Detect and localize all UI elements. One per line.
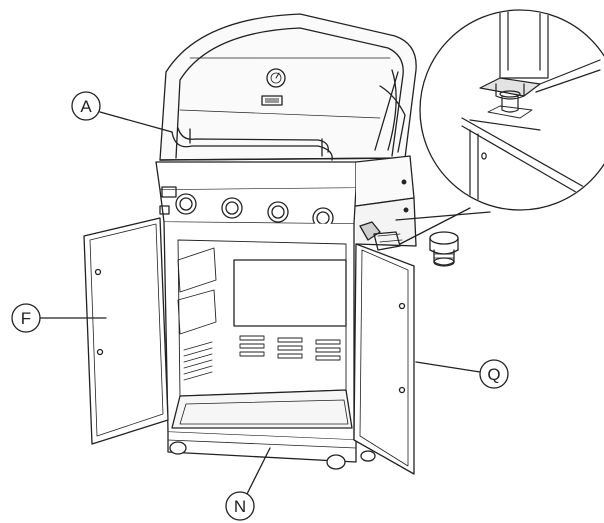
control-knob-3: [267, 201, 289, 223]
door-hinge-top: [159, 205, 170, 215]
control-knob-1: [175, 193, 197, 215]
left-door: [83, 205, 170, 445]
callout-n-label: N: [234, 497, 246, 516]
regulator-fitting: [429, 231, 459, 267]
cart-body: [163, 221, 376, 470]
callout-f-label: F: [21, 309, 31, 328]
right-side-panel: [355, 179, 491, 251]
callout-f: F: [11, 303, 107, 333]
caster-right: [326, 454, 346, 470]
caster-rear: [360, 450, 376, 462]
right-door: [353, 243, 415, 475]
back-panel-opening: [233, 259, 347, 327]
control-knob-2: [221, 197, 243, 219]
grill-lid: [159, 13, 417, 161]
brand-plate: [261, 95, 283, 106]
callout-q: Q: [415, 359, 509, 389]
zoom-detail-circle: [419, 9, 604, 211]
callout-a-label: A: [80, 97, 92, 116]
back-vents: [239, 335, 341, 361]
thermometer-icon: [266, 68, 286, 88]
callout-a: A: [71, 91, 173, 133]
caster-left: [169, 441, 187, 455]
callout-q-label: Q: [487, 365, 500, 384]
control-knob-4: [312, 207, 334, 229]
igniter-button: [161, 186, 177, 198]
left-wall-vents: [177, 247, 217, 381]
callout-n: N: [225, 447, 271, 521]
